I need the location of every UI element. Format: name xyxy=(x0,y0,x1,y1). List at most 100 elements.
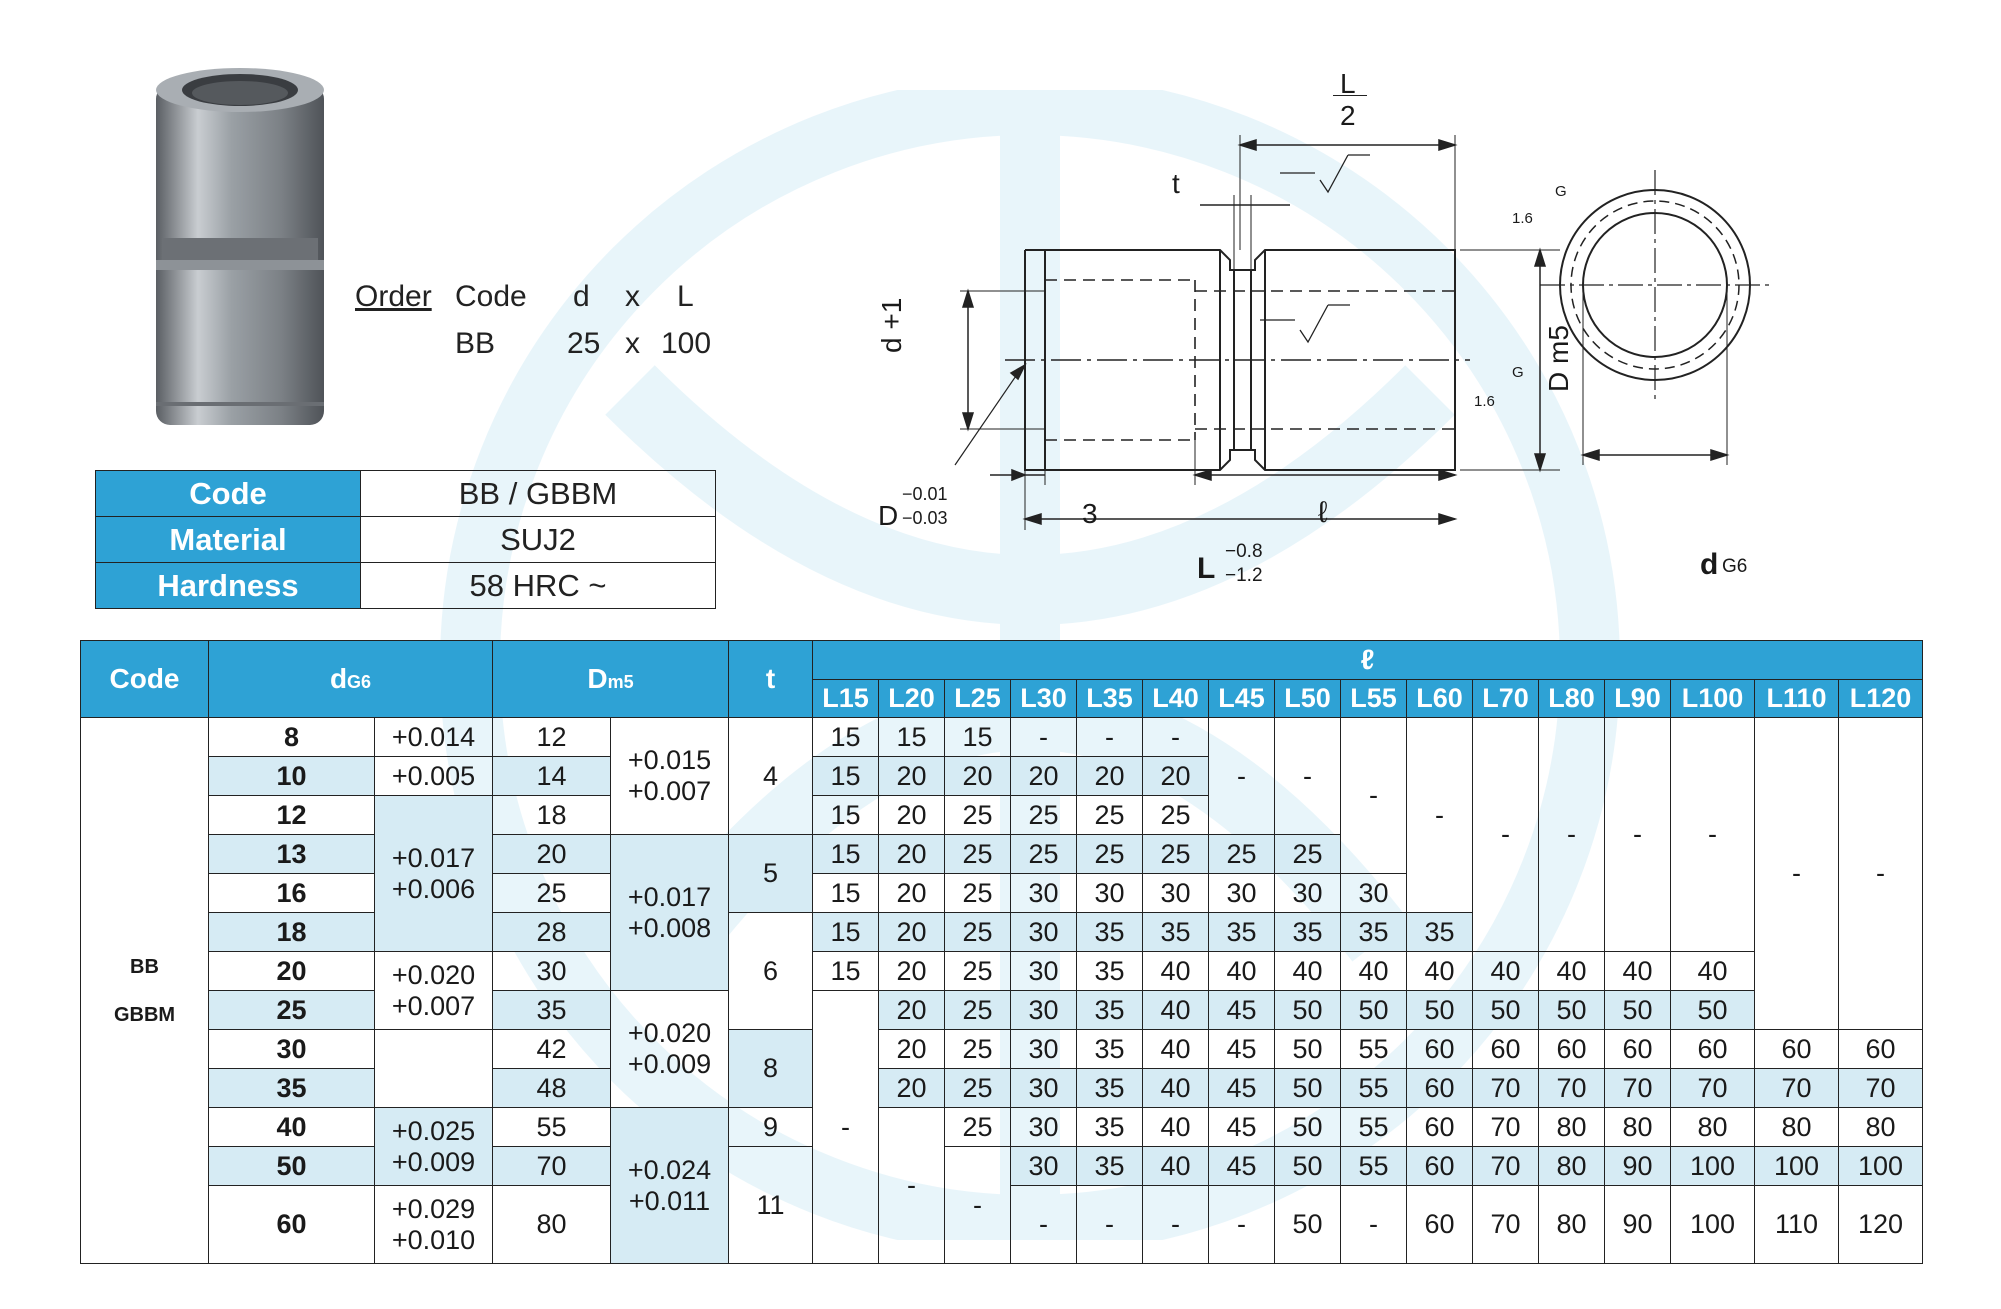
len-cell: 60 xyxy=(1472,1029,1539,1069)
spec-row-hardness: Hardness 58 HRC ~ xyxy=(95,562,716,609)
header-l50: L50 xyxy=(1274,679,1341,718)
bushing-product-image xyxy=(156,68,324,425)
D-value: 28 xyxy=(492,912,611,952)
len-cell: 80 xyxy=(1538,1107,1605,1147)
len-cell-empty: - xyxy=(1754,717,1839,1030)
dimension-table: Code dG6 Dm5 t ℓ L15 L20 L25 L30 L35 L40… xyxy=(80,640,1923,1264)
header-l100: L100 xyxy=(1670,679,1755,718)
D-tol: +0.015+0.007 xyxy=(610,717,729,835)
len-cell: 15 xyxy=(812,951,879,991)
len-cell: 60 xyxy=(1406,1107,1473,1147)
dim-ell: ℓ xyxy=(1318,496,1328,529)
len-cell: 45 xyxy=(1208,1068,1275,1108)
len-cell: 25 xyxy=(1274,834,1341,874)
len-cell: 20 xyxy=(878,795,945,835)
len-cell: 60 xyxy=(1538,1029,1605,1069)
len-cell: - xyxy=(1010,717,1077,757)
len-cell: 25 xyxy=(1142,834,1209,874)
len-cell: 40 xyxy=(1604,951,1671,991)
header-l15: L15 xyxy=(812,679,879,718)
len-cell-empty: - xyxy=(1340,717,1407,874)
len-cell: 35 xyxy=(1208,912,1275,952)
len-cell: 90 xyxy=(1604,1146,1671,1186)
dim-length-tol-upper: −0.8 xyxy=(1225,541,1263,562)
len-cell: 30 xyxy=(1274,873,1341,913)
len-cell: 25 xyxy=(944,873,1011,913)
len-cell: 100 xyxy=(1670,1185,1755,1264)
spec-key: Material xyxy=(95,516,361,563)
len-cell: 35 xyxy=(1274,912,1341,952)
D-value: 12 xyxy=(492,717,611,757)
d-tol: +0.020+0.007 xyxy=(374,951,493,1030)
header-length-row: L15 L20 L25 L30 L35 L40 L45 L50 L55 L60 … xyxy=(81,679,1923,718)
D-value: 35 xyxy=(492,990,611,1030)
spec-key: Hardness xyxy=(95,562,361,609)
len-cell: 30 xyxy=(1076,873,1143,913)
order-label: Order xyxy=(355,280,432,313)
len-cell: 60 xyxy=(1604,1029,1671,1069)
D-value: 48 xyxy=(492,1068,611,1108)
len-cell: 60 xyxy=(1406,1068,1473,1108)
len-cell: 70 xyxy=(1472,1068,1539,1108)
len-cell: 50 xyxy=(1274,1146,1341,1186)
len-cell-empty: - xyxy=(1274,717,1341,835)
d-value: 25 xyxy=(208,990,375,1030)
len-cell: 30 xyxy=(1208,873,1275,913)
len-cell: 20 xyxy=(878,873,945,913)
len-cell: 35 xyxy=(1076,1146,1143,1186)
len-cell: 30 xyxy=(1010,990,1077,1030)
len-cell: 60 xyxy=(1406,1185,1473,1264)
d-tol: +0.017+0.006 xyxy=(374,795,493,952)
table-row: 13 20 +0.017+0.008 5 15 20 25 25 25 25 2… xyxy=(81,834,1923,991)
d-value: 8 xyxy=(208,717,375,757)
len-cell: 35 xyxy=(1076,1029,1143,1069)
d-value: 35 xyxy=(208,1068,375,1108)
spec-value: SUJ2 xyxy=(360,516,716,563)
len-cell: 60 xyxy=(1406,1029,1473,1069)
len-cell: 25 xyxy=(1010,795,1077,835)
len-cell: 35 xyxy=(1076,912,1143,952)
len-cell: 50 xyxy=(1406,990,1473,1030)
len-cell: 25 xyxy=(944,1029,1011,1069)
d-value: 18 xyxy=(208,912,375,952)
len-cell: 90 xyxy=(1604,1185,1671,1264)
order-header-code: Code xyxy=(455,280,527,313)
len-cell: 40 xyxy=(1406,951,1473,991)
len-cell: 25 xyxy=(1010,834,1077,874)
len-cell: 30 xyxy=(1010,951,1077,991)
len-cell: 30 xyxy=(1340,873,1407,913)
len-cell: 20 xyxy=(1010,756,1077,796)
len-cell: 80 xyxy=(1538,1146,1605,1186)
len-cell: 15 xyxy=(878,717,945,757)
header-code: Code xyxy=(80,640,209,718)
technical-drawing xyxy=(954,135,1770,530)
len-cell: - xyxy=(1340,1185,1407,1264)
header-l110: L110 xyxy=(1754,679,1839,718)
len-cell: 55 xyxy=(1340,1107,1407,1147)
header-t: t xyxy=(728,640,813,718)
dim-chamfer-dia: D xyxy=(878,500,899,531)
len-cell: 40 xyxy=(1142,1029,1209,1069)
dim-half-length-num: L xyxy=(1340,68,1356,99)
len-cell: 40 xyxy=(1208,951,1275,991)
len-cell: 55 xyxy=(1340,1146,1407,1186)
order-example-code: BB xyxy=(455,327,496,360)
D-tol: +0.020+0.009 xyxy=(610,990,729,1108)
table-row: 40 +0.025+0.009 55 +0.024+0.011 9 - 25 3… xyxy=(81,1107,1923,1264)
len-cell: 20 xyxy=(878,1068,945,1108)
dim-inner-dia: d +1 xyxy=(876,297,907,353)
len-cell: 40 xyxy=(1142,1107,1209,1147)
header-l40: L40 xyxy=(1142,679,1209,718)
dim-length-tol-lower: −1.2 xyxy=(1225,565,1263,586)
len-cell: 80 xyxy=(1838,1107,1923,1147)
len-cell: 60 xyxy=(1754,1029,1839,1069)
len-cell: - xyxy=(1142,1185,1209,1264)
len-cell-empty: - xyxy=(1670,717,1755,952)
len-cell: 35 xyxy=(1076,1107,1143,1147)
len-cell: 100 xyxy=(1838,1146,1923,1186)
len-cell: 35 xyxy=(1406,912,1473,952)
len-cell: 80 xyxy=(1538,1185,1605,1264)
order-example-d: 25 xyxy=(567,327,601,360)
len-cell: 110 xyxy=(1754,1185,1839,1264)
